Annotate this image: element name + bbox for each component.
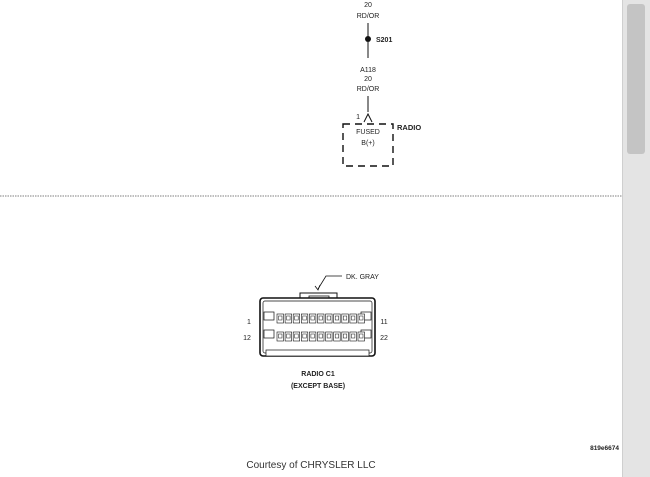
pin-terminal [294,333,299,339]
pin-terminal [359,315,364,321]
pin-cavities [276,313,365,342]
pin-cavity [341,331,349,342]
courtesy-caption: Courtesy of CHRYSLER LLC [246,460,376,471]
pin-cavity [276,313,284,324]
connector-color-label: DK. GRAY [346,274,379,281]
color-leader-line [317,275,342,290]
radio-label-fused: FUSED [356,129,380,136]
wire-bottom-color: RD/OR [357,86,380,93]
pin-cavity [333,313,341,324]
pin-label-1: 1 [247,319,251,326]
pin-cavity [309,313,317,324]
wire-bottom-gauge: 20 [364,76,372,83]
connector-latch [299,292,338,298]
splice-dot [365,36,371,42]
scrollbar-thumb[interactable] [627,4,645,154]
pin-terminal [351,315,356,321]
radio-component-name: RADIO [397,123,421,132]
connector-bottom-lip [265,349,370,357]
radio-connector-c1 [259,292,376,357]
connector-subtitle: (EXCEPT BASE) [291,383,345,390]
connector-title: RADIO C1 [301,371,335,378]
pin-label-11: 11 [380,319,387,326]
pin-cavity [333,331,341,342]
pin-terminal [278,333,283,339]
radio-pin-number: 1 [356,114,360,121]
pin-terminal [351,333,356,339]
pin-cavity [317,313,325,324]
connector-ear-left-bottom [263,329,275,339]
pin-terminal [326,315,331,321]
pin-cavity [349,313,357,324]
leader-arrow-icon [314,284,321,291]
pin-terminal [326,333,331,339]
diagram-sheet: 20 RD/OR S201 A118 20 RD/OR 1 FUSED B(+)… [0,0,623,477]
pin-cavity [325,313,333,324]
pin-terminal [302,333,307,339]
radio-component-box [342,123,394,167]
pin-terminal [310,333,315,339]
pin-terminal [318,333,323,339]
pin-terminal [318,315,323,321]
pin-label-12: 12 [243,335,251,342]
pin-terminal [343,315,348,321]
pin-cavity [300,331,309,342]
pin-terminal [343,333,348,339]
pin-terminal [278,315,283,321]
pin-terminal [302,315,307,321]
pin-terminal [294,315,299,321]
splice-label: S201 [376,37,392,44]
pin-cavity [349,331,357,342]
pin-cavity [317,331,325,342]
pin-cavity [357,313,365,324]
wire-circuit: A118 [360,67,376,74]
connector-ear-left-top [263,311,275,321]
pin-terminal [286,315,291,321]
radio-label-bplus: B(+) [361,140,374,147]
pin-terminal [334,333,339,339]
pin-cavity [325,331,333,342]
terminal-fork-icon [363,112,373,123]
pin-cavity [292,313,301,324]
pin-cavity [309,331,317,342]
pin-cavity [300,313,309,324]
pin-terminal [310,315,315,321]
pin-label-22: 22 [380,335,388,342]
pin-cavity [341,313,349,324]
pin-cavity [357,331,365,342]
pin-terminal [334,315,339,321]
pin-cavity [276,331,284,342]
pin-cavity [292,331,301,342]
pin-cavity [284,313,292,324]
wire-top-gauge: 20 [364,2,372,9]
pin-terminal [359,333,364,339]
figure-code: 819e6674 [590,445,619,452]
pin-cavity [284,331,292,342]
pin-terminal [286,333,291,339]
wiring-diagram: 20 RD/OR S201 A118 20 RD/OR 1 FUSED B(+)… [0,2,622,452]
wire-top-color: RD/OR [357,13,380,20]
connector-body [259,297,376,357]
